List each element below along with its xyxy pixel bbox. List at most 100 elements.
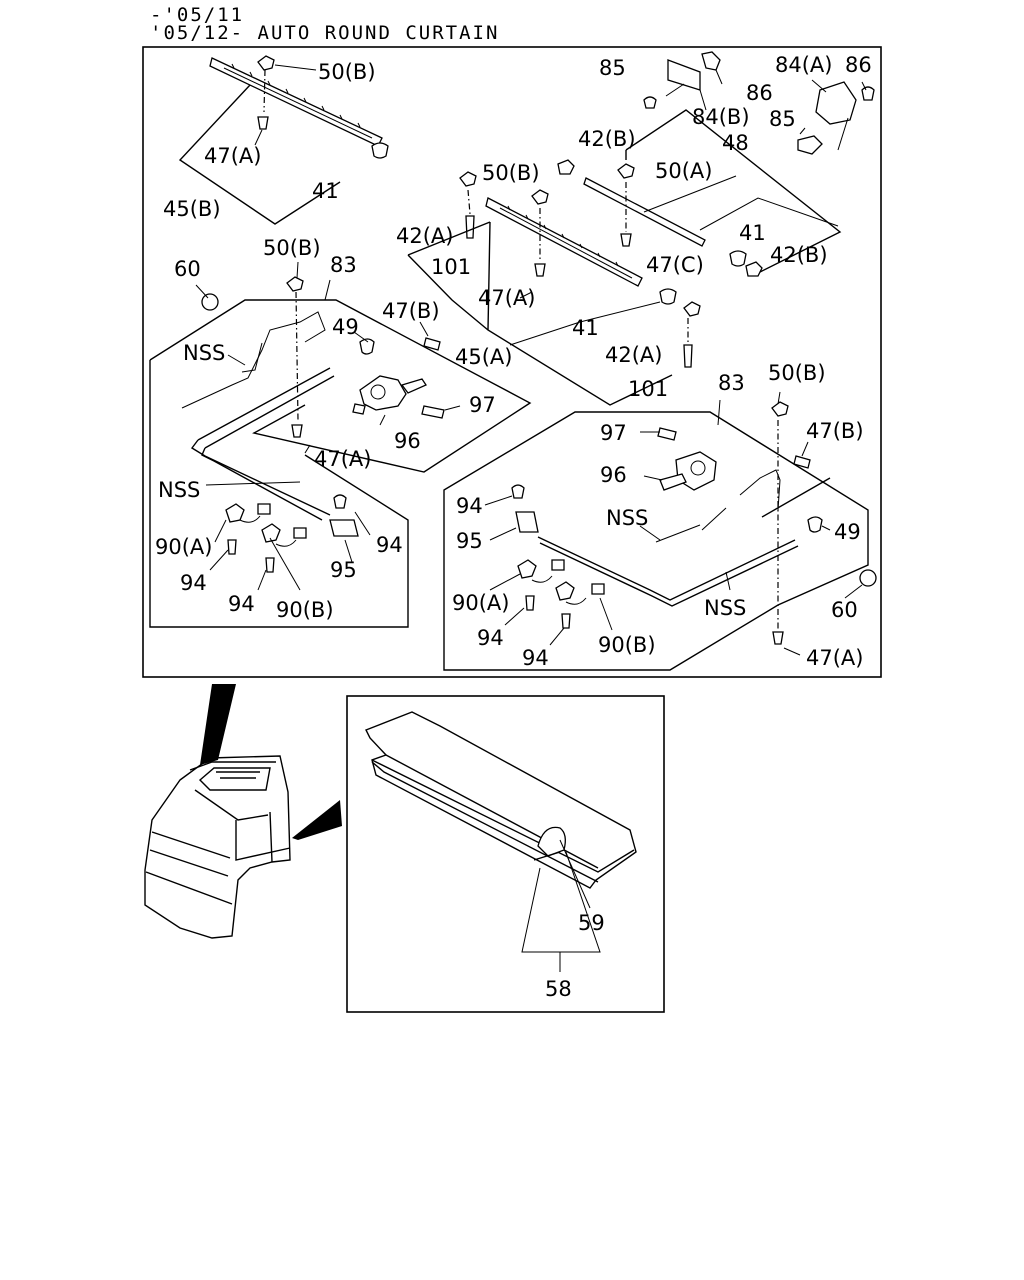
callout-94-r2: 94 bbox=[477, 626, 504, 650]
screw-94-r1 bbox=[511, 484, 525, 499]
left-subframe-outline bbox=[149, 299, 532, 473]
callout-41-r: 41 bbox=[739, 221, 766, 245]
switch-90a-r bbox=[517, 559, 537, 579]
callout-94-r1: 94 bbox=[456, 494, 483, 518]
clip-50b-tl bbox=[257, 55, 275, 71]
callout-58: 58 bbox=[545, 977, 572, 1001]
callout-47b-r: 47(B) bbox=[806, 419, 864, 443]
screw-47a-m bbox=[534, 263, 546, 277]
screw-101-m2 bbox=[683, 344, 693, 368]
callout-90b-l: 90(B) bbox=[276, 598, 334, 622]
callout-96-r: 96 bbox=[600, 463, 627, 487]
callout-97-r: 97 bbox=[600, 421, 627, 445]
header-title: '05/12- AUTO ROUND CURTAIN bbox=[150, 22, 500, 44]
callout-101-m: 101 bbox=[431, 255, 471, 279]
left-guide-rod bbox=[197, 367, 335, 449]
callout-47c: 47(C) bbox=[646, 253, 704, 277]
switch-90b-r bbox=[555, 581, 575, 601]
header-date-range: -'05/11 bbox=[150, 4, 245, 26]
screw-47c bbox=[620, 233, 632, 247]
screw-47a-tl bbox=[257, 116, 269, 130]
bracket-84b bbox=[667, 59, 701, 91]
callout-50b-r: 50(B) bbox=[768, 361, 826, 385]
sunshade-58 bbox=[365, 711, 637, 889]
clip-50b-r bbox=[771, 401, 789, 417]
bolt-97-l bbox=[421, 405, 445, 419]
bracket-95-l bbox=[329, 519, 359, 537]
main-frame bbox=[142, 46, 882, 678]
vehicle-sketch bbox=[144, 684, 342, 939]
callout-50a: 50(A) bbox=[655, 159, 712, 183]
clip-42a-m1 bbox=[459, 171, 477, 187]
callout-nss-r2: NSS bbox=[704, 596, 746, 620]
clip-59 bbox=[537, 826, 566, 857]
screw-94-l1 bbox=[333, 494, 347, 509]
bracket-95-r bbox=[515, 511, 539, 533]
shade-rail-45b bbox=[209, 55, 389, 159]
right-cable bbox=[701, 469, 781, 531]
bolt-47b-r bbox=[793, 455, 811, 469]
middle-bracket-lines bbox=[407, 221, 673, 406]
callout-86-t: 86 bbox=[746, 81, 773, 105]
callout-49-r: 49 bbox=[834, 520, 861, 544]
grommet-60-r bbox=[859, 569, 877, 587]
end-cap-41-m bbox=[659, 288, 677, 305]
screw-94-r3 bbox=[561, 613, 571, 629]
clip-50a bbox=[617, 163, 635, 179]
screw-85-t bbox=[643, 96, 657, 109]
callout-41-m: 41 bbox=[572, 316, 599, 340]
bolt-47b-m bbox=[423, 337, 441, 351]
callout-86-tr: 86 bbox=[845, 53, 872, 77]
clip-50b-l bbox=[286, 276, 304, 292]
callout-95-l: 95 bbox=[330, 558, 357, 582]
callout-nss-r1: NSS bbox=[606, 506, 648, 530]
screw-47a-r bbox=[772, 631, 784, 645]
callout-97-l: 97 bbox=[469, 393, 496, 417]
bracket-84a bbox=[815, 81, 857, 125]
callout-90a-r: 90(A) bbox=[452, 591, 509, 615]
callout-60-l: 60 bbox=[174, 257, 201, 281]
callout-42b-t: 42(B) bbox=[578, 127, 636, 151]
right-guide-rod bbox=[537, 536, 799, 607]
callout-60-r: 60 bbox=[831, 598, 858, 622]
screw-101-m1 bbox=[465, 215, 475, 239]
detail-box-frame bbox=[346, 695, 665, 1013]
callout-90b-r: 90(B) bbox=[598, 633, 656, 657]
callout-59: 59 bbox=[578, 911, 605, 935]
grommet-60-l bbox=[201, 293, 219, 311]
screw-94-l2 bbox=[227, 539, 237, 555]
callout-41-tl: 41 bbox=[312, 179, 339, 203]
callout-95-r: 95 bbox=[456, 529, 483, 553]
top-right-bracket-lines bbox=[625, 109, 842, 273]
callout-90a-l: 90(A) bbox=[155, 535, 212, 559]
clip-42a-m2 bbox=[683, 301, 701, 317]
callout-96-l: 96 bbox=[394, 429, 421, 453]
callout-45b: 45(B) bbox=[163, 197, 221, 221]
callout-42a-m: 42(A) bbox=[396, 224, 453, 248]
bolt-97-r bbox=[657, 427, 677, 441]
callout-94-r3: 94 bbox=[522, 646, 549, 670]
left-cable bbox=[181, 311, 326, 409]
end-cap-41-r bbox=[729, 250, 747, 267]
callout-85-r: 85 bbox=[769, 107, 796, 131]
callout-45a: 45(A) bbox=[455, 345, 512, 369]
callout-42a-m2: 42(A) bbox=[605, 343, 662, 367]
callout-83-r: 83 bbox=[718, 371, 745, 395]
screw-94-l3 bbox=[265, 557, 275, 573]
callout-nss-l1: NSS bbox=[183, 341, 225, 365]
callout-84a: 84(A) bbox=[775, 53, 832, 77]
screw-47a-l bbox=[291, 424, 303, 438]
switch-90a-l bbox=[225, 503, 245, 523]
callout-49-l: 49 bbox=[332, 315, 359, 339]
screw-94-r2 bbox=[525, 595, 535, 611]
callout-47a-m: 47(A) bbox=[478, 286, 535, 310]
callout-47a-r: 47(A) bbox=[806, 646, 863, 670]
callout-85-t: 85 bbox=[599, 56, 626, 80]
callout-94-l2: 94 bbox=[228, 592, 255, 616]
callout-50b-m: 50(B) bbox=[482, 161, 540, 185]
clip-50b-m bbox=[531, 189, 549, 205]
callout-94-l3: 94 bbox=[376, 533, 403, 557]
left-motor-96 bbox=[359, 375, 407, 411]
right-motor-96 bbox=[675, 451, 717, 491]
